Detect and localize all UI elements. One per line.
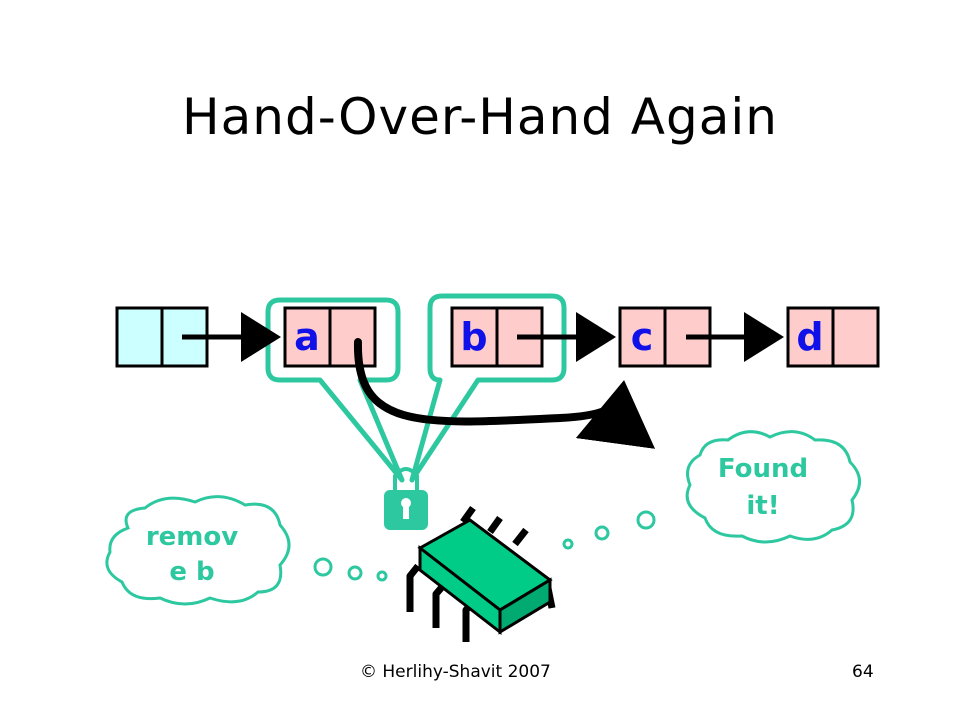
node-c-label: c bbox=[631, 315, 654, 359]
thought-found-line2: it! bbox=[746, 491, 779, 521]
lock-outline-b bbox=[409, 293, 567, 483]
node-d: d bbox=[786, 306, 880, 368]
node-a-label: a bbox=[294, 315, 320, 359]
slide-title: Hand-Over-Hand Again bbox=[182, 88, 778, 146]
thought-dot bbox=[594, 525, 610, 541]
thread-chip-icon bbox=[406, 505, 556, 642]
pointer-a-to-c bbox=[353, 338, 656, 449]
thought-remove-line2: e b bbox=[169, 557, 214, 587]
node-d-label: d bbox=[796, 315, 823, 359]
thought-dot bbox=[636, 510, 656, 530]
thought-dot bbox=[347, 565, 363, 581]
thought-dot bbox=[376, 570, 388, 582]
node-b-label: b bbox=[460, 315, 487, 359]
footer-copyright: © Herlihy-Shavit 2007 bbox=[360, 662, 551, 682]
padlock-icon bbox=[384, 467, 428, 530]
thought-found-line1: Found bbox=[718, 454, 808, 484]
thought-dot bbox=[313, 557, 333, 577]
page-number: 64 bbox=[852, 662, 874, 682]
thought-bubble-remove: remov e b bbox=[105, 495, 291, 606]
lock-outline-a bbox=[265, 297, 405, 483]
thought-remove-line1: remov bbox=[146, 522, 238, 552]
thought-bubble-found: Found it! bbox=[685, 430, 861, 544]
thought-dot bbox=[562, 538, 574, 550]
